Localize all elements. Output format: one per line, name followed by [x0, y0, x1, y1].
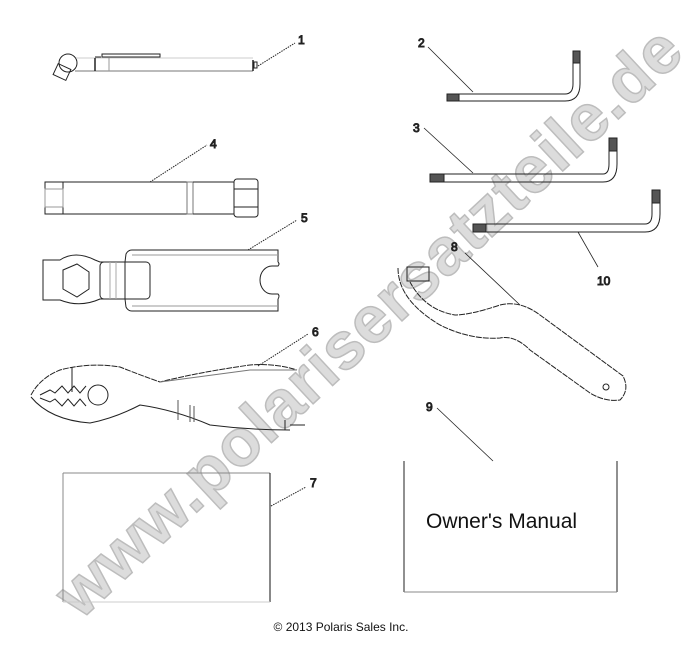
part-1-tool: [52, 42, 296, 82]
manual-title: Owner's Manual: [426, 510, 577, 533]
callout-4: 4: [210, 137, 217, 151]
copyright: © 2013 Polaris Sales Inc.: [273, 620, 409, 634]
part-4-socket: [44, 144, 259, 218]
part-7-card: [62, 472, 307, 603]
callout-10: 10: [597, 274, 611, 288]
callout-8: 8: [451, 240, 458, 254]
part-10-hex-key: [472, 189, 661, 268]
part-8-spanner: [397, 252, 627, 401]
part-5-wrench: [42, 219, 298, 312]
part-3-hex-key: [423, 127, 618, 183]
callout-1: 1: [298, 33, 305, 47]
callout-5: 5: [301, 211, 308, 225]
callout-6: 6: [312, 325, 319, 339]
callout-9: 9: [426, 400, 433, 414]
callout-7: 7: [310, 476, 317, 490]
part-9-manual: [403, 407, 618, 593]
callout-3: 3: [413, 121, 420, 135]
callout-2: 2: [418, 36, 425, 50]
part-2-hex-key: [427, 46, 581, 102]
part-6-pliers: [30, 333, 309, 431]
